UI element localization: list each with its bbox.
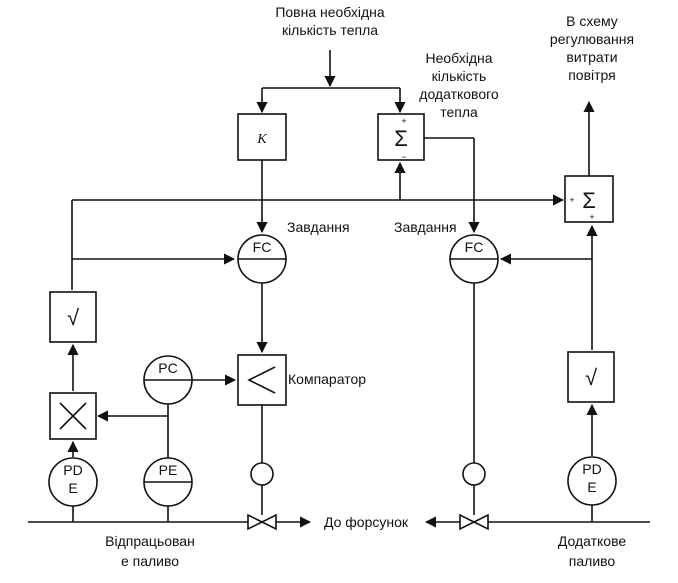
actuator-left xyxy=(250,462,274,486)
pe-label: PE xyxy=(159,462,178,478)
sum-right-plus-left: + xyxy=(569,195,574,205)
waste-fuel-label-line1: Відпрацьован xyxy=(105,533,195,549)
to-burners-label: До форсунок xyxy=(324,514,409,530)
task-right-label: Завдання xyxy=(394,219,457,235)
additional-heat-label-line2: кількість xyxy=(432,68,487,84)
multiply-cross-b xyxy=(59,402,87,430)
total-heat-label-line1: Повна необхідна xyxy=(275,4,385,20)
comparator-symbol xyxy=(247,366,276,394)
sum-top-minus: − xyxy=(401,152,406,162)
sum-top-symbol: Σ xyxy=(394,126,408,151)
sum-right-block[interactable] xyxy=(564,175,614,223)
k-block[interactable] xyxy=(237,113,287,161)
additional-heat-label-line3: додаткового xyxy=(419,86,499,102)
sum-right-plus-bottom: + xyxy=(589,212,594,222)
fc-right-label: FC xyxy=(465,239,484,255)
sqrt-right-symbol: √ xyxy=(585,365,598,390)
comparator-label: Компаратор xyxy=(288,371,366,387)
valve-right[interactable] xyxy=(459,513,489,531)
sqrt-left-block[interactable] xyxy=(49,291,97,343)
waste-fuel-label-line2: е паливо xyxy=(121,553,179,569)
additional-fuel-label-line1: Додаткове xyxy=(558,533,627,549)
additional-fuel-label-line2: паливо xyxy=(569,553,616,569)
air-scheme-label-line4: повітря xyxy=(568,67,616,83)
additional-heat-label-line1: Необхідна xyxy=(425,50,492,66)
fc-left-label: FC xyxy=(253,239,272,255)
pc-label: PC xyxy=(158,360,177,376)
task-left-label: Завдання xyxy=(287,219,350,235)
comparator-block[interactable] xyxy=(237,354,287,406)
sum-top-block[interactable] xyxy=(377,113,425,161)
additional-heat-label-line4: тепла xyxy=(440,104,478,120)
pde-left-label-top: PD xyxy=(63,462,82,478)
actuator-right xyxy=(462,462,486,486)
air-scheme-label-line1: В схему xyxy=(566,13,618,29)
k-label: K xyxy=(256,132,267,147)
sqrt-right-block[interactable] xyxy=(567,351,615,403)
pde-right-label-top: PD xyxy=(582,461,601,477)
pde-left-label-bottom: E xyxy=(68,480,77,496)
sum-right-symbol: Σ xyxy=(582,188,596,213)
air-scheme-label-line2: регулювання xyxy=(550,31,634,47)
total-heat-label-line2: кількість тепла xyxy=(282,22,378,38)
sum-top-plus: + xyxy=(401,116,406,126)
pde-right-label-bottom: E xyxy=(587,479,596,495)
valve-left[interactable] xyxy=(247,513,277,531)
sqrt-left-symbol: √ xyxy=(67,305,80,330)
air-scheme-label-line3: витрати xyxy=(566,49,617,65)
